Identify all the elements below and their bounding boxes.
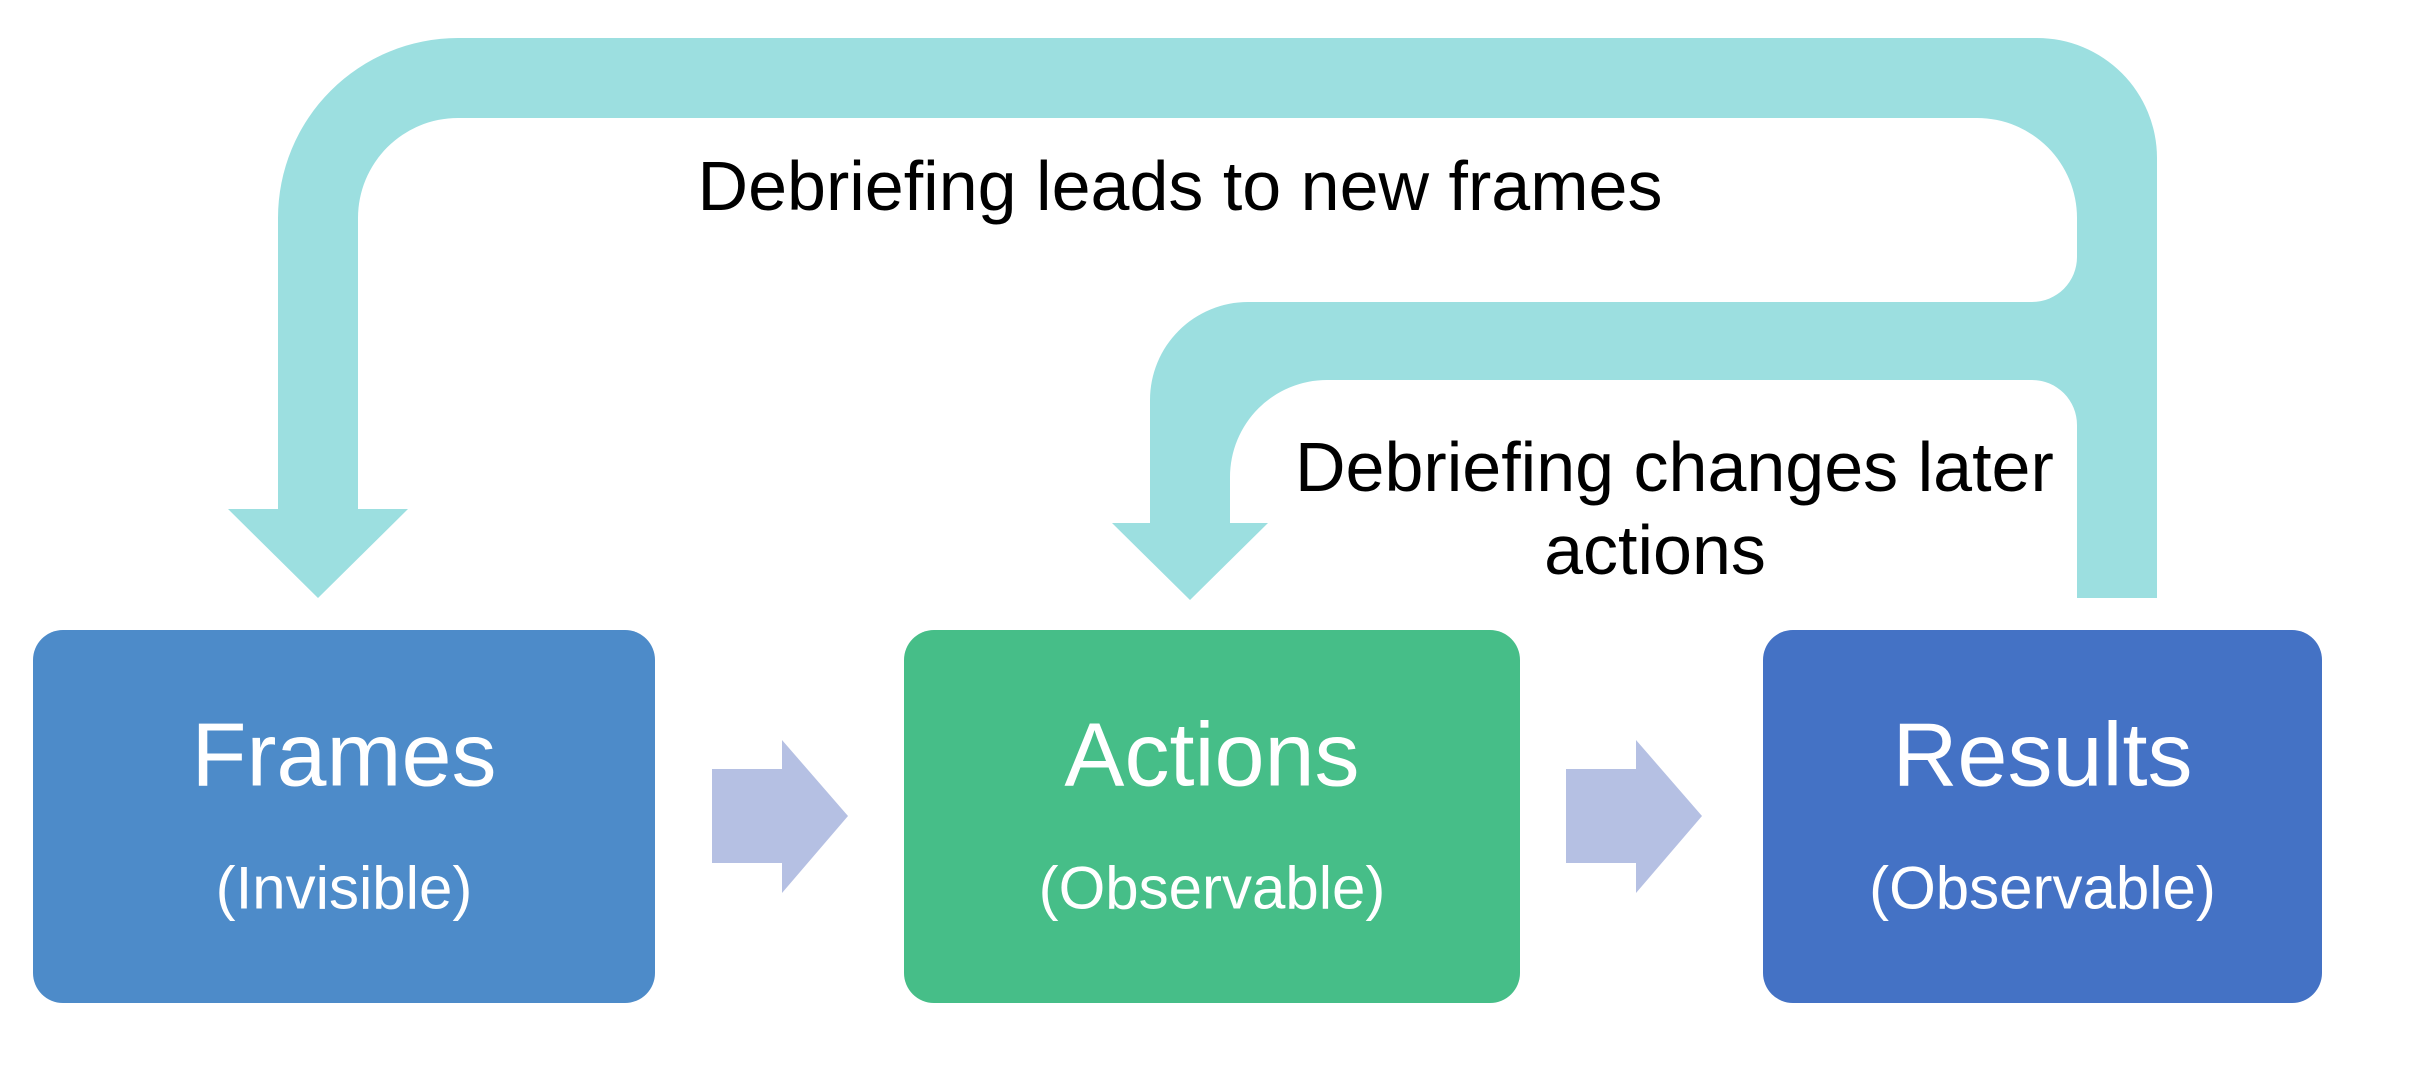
debrief-to-actions-label: Debriefing changes later actions (1295, 426, 2054, 592)
frames-box-subtitle: (Invisible) (215, 854, 473, 922)
results-box-title: Results (1892, 705, 2193, 806)
debrief-to-frames-label: Debriefing leads to new frames (580, 145, 1780, 228)
frames-box-title: Frames (191, 705, 497, 806)
debrief-to-actions-label-line1: Debriefing changes later (1295, 428, 2054, 506)
actions-box: Actions (Observable) (904, 630, 1520, 1003)
actions-box-title: Actions (1064, 705, 1360, 806)
debrief-to-frames-label-text: Debriefing leads to new frames (697, 147, 1663, 225)
flow-arrow-frames-to-actions-icon (712, 740, 848, 893)
flow-arrow-actions-to-results-icon (1566, 740, 1702, 893)
results-box: Results (Observable) (1763, 630, 2322, 1003)
results-box-subtitle: (Observable) (1869, 854, 2216, 922)
debrief-to-actions-arrow-icon (1112, 230, 2157, 600)
debrief-to-actions-label-line2: actions (1544, 511, 1766, 589)
debrief-to-frames-arrow-icon (228, 38, 2157, 598)
actions-box-subtitle: (Observable) (1038, 854, 1386, 922)
frames-box: Frames (Invisible) (33, 630, 655, 1003)
